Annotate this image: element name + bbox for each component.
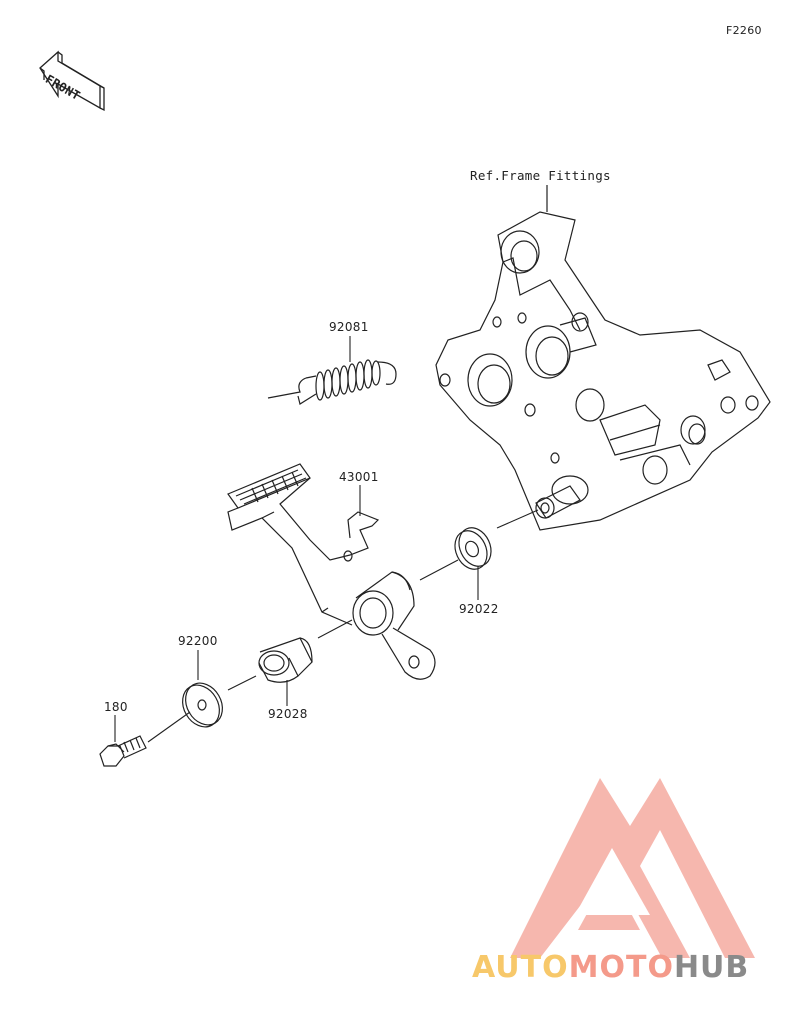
part-number-92081: 92081: [329, 320, 369, 334]
part-number-43001: 43001: [339, 470, 379, 484]
watermark-auto: AUTO: [472, 950, 569, 985]
washer-92022: [454, 527, 492, 570]
watermark-moto: MOTO: [568, 950, 674, 985]
watermark-hub: HUB: [673, 950, 750, 985]
bolt-180: [99, 735, 147, 767]
front-arrow-icon: [39, 50, 105, 112]
washer-92200: [182, 682, 223, 728]
ref-frame-label: Ref.Frame Fittings: [470, 168, 611, 183]
part-number-92022: 92022: [459, 602, 499, 616]
watermark-logo-icon: [510, 778, 755, 958]
spring-92081: [267, 359, 397, 405]
brake-pedal-43001: [227, 463, 436, 680]
part-number-180: 180: [104, 700, 128, 714]
collar-92028: [258, 637, 313, 683]
watermark-text: AUTOMOTOHUB: [472, 950, 749, 985]
figure-code: F2260: [726, 24, 762, 37]
leader-lines: [114, 336, 539, 743]
part-number-92200: 92200: [178, 634, 218, 648]
part-number-92028: 92028: [268, 707, 308, 721]
frame-fitting: [435, 185, 771, 531]
